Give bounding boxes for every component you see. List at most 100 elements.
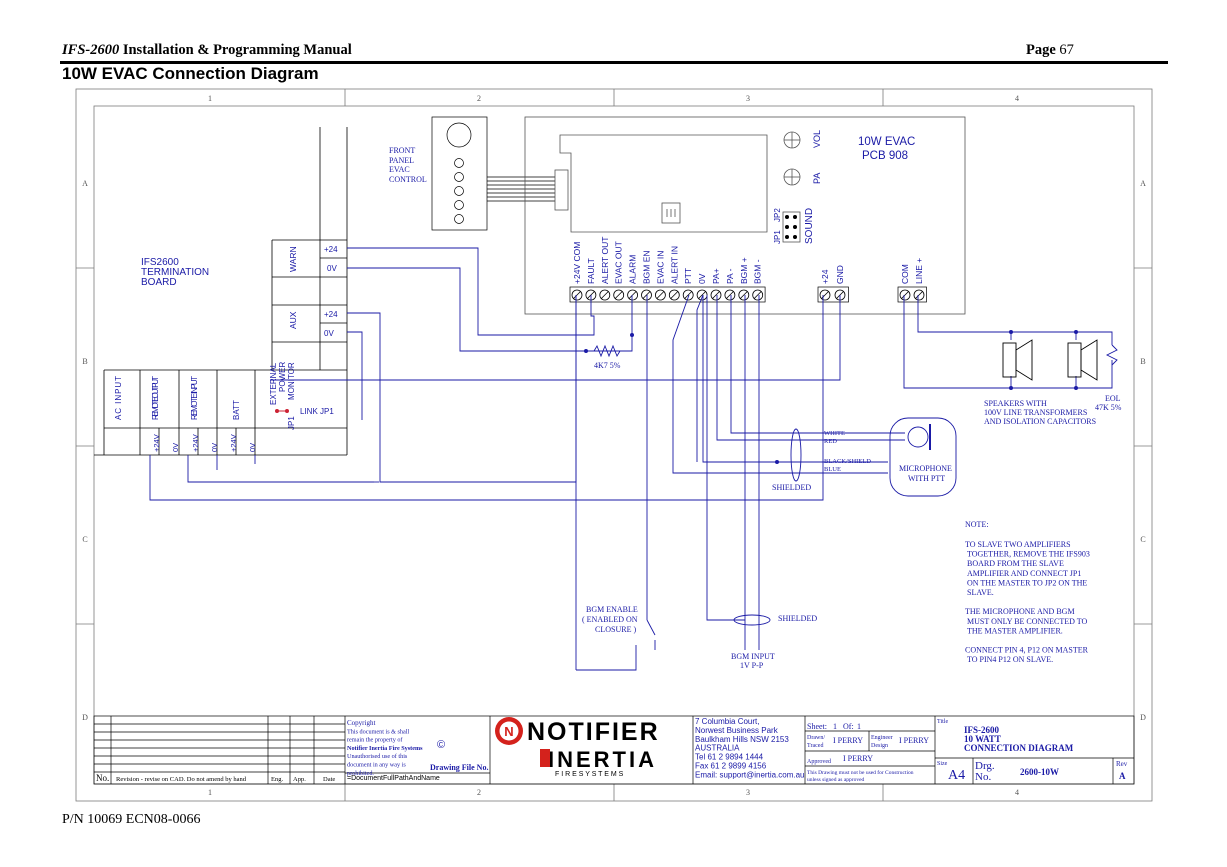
logo-inertia: INERTIA (548, 747, 657, 772)
pcb-terminal-label: ALARM (628, 255, 638, 284)
note-line: THE MASTER AMPLIFIER. (967, 626, 1063, 635)
pcb-terminal-screw (710, 289, 722, 301)
pcb-terminal-block (569, 286, 766, 303)
terminal-label: +24V (229, 434, 238, 452)
frame-row-label-left: D (82, 713, 88, 722)
copyright-line: This document is & shall (347, 728, 409, 735)
drg-value: 2600-10W (1020, 767, 1059, 777)
note-line: AMPLIFIER AND CONNECT JP1 (967, 569, 1081, 578)
note-line: TO SLAVE TWO AMPLIFIERS (965, 540, 1071, 549)
frame-row-label-left: C (82, 535, 87, 544)
link-jp1-label: LINK JP1 (300, 407, 334, 416)
line-terminal-screw-slot (915, 291, 923, 299)
frame-dividers (76, 89, 1152, 801)
pcb-terminal-screw-slot (601, 291, 609, 299)
frame-row-label-right: A (1140, 179, 1146, 188)
frame-column-label-bottom: 1 (208, 788, 212, 797)
pcb-terminal-screw-slot (753, 291, 762, 299)
wire-black-shield: BLACK/SHIELD (824, 458, 871, 465)
drawing-file-label: Drawing File No. (430, 763, 488, 772)
pcb-terminal-screw-slot (656, 291, 665, 299)
address-line: Baulkham Hills NSW 2153 (695, 735, 789, 744)
ribbon-cable (487, 176, 555, 202)
front-panel-4: CONTROL (389, 175, 427, 184)
frame-row-label-right: B (1140, 357, 1145, 366)
jp1-jp2-label-b: JP2 (773, 208, 782, 222)
wire-red: RED (824, 438, 837, 445)
pcb-terminal-screw (668, 289, 680, 301)
revision-headers: No.Revision - revise on CAD. Do not amen… (96, 773, 335, 783)
engineer-label-2: Design (871, 743, 888, 749)
revision-header: App. (293, 776, 306, 783)
page-word: Page (1026, 42, 1056, 58)
pcb-terminal-screw-slot (670, 291, 679, 299)
front-panel (431, 116, 488, 231)
note-line: TO PIN4 P12 ON SLAVE. (967, 655, 1053, 664)
warn-plus24: +24 (324, 245, 338, 254)
manual-header: IFS-2600 Installation & Programming Manu… (62, 42, 352, 59)
terminal-label: 0V (210, 443, 219, 452)
power-terminal-label: GND (835, 265, 845, 284)
jp1-label: JP1 (287, 416, 296, 430)
pcb-terminal-screw (641, 289, 652, 301)
sound-label: SOUND (804, 208, 815, 244)
bgm-enable-3: CLOSURE ) (595, 625, 636, 634)
copyright-line: prohibited. (347, 770, 374, 777)
ext-monitor-3: MONITOR (287, 362, 296, 400)
board-name-2: TERMINATION (141, 267, 209, 278)
microphone-symbol (889, 417, 957, 497)
copyright-line: remain the property of (347, 737, 403, 744)
vol-label: VOL (812, 130, 822, 148)
jp1-jp2-label-a: JP1 (773, 230, 782, 244)
frame-column-label-top: 2 (477, 94, 481, 103)
eol-label-2: 47K 5% (1095, 403, 1122, 412)
pcb-terminal-screw (724, 289, 736, 301)
warn-0v: 0V (327, 264, 337, 273)
page-title: 10W EVAC Connection Diagram (62, 64, 319, 83)
of-value: 1 (857, 722, 861, 731)
size-value: A4 (948, 768, 965, 783)
address-line: Tel 61 2 9894 1444 (695, 753, 764, 762)
address-line: AUSTRALIA (695, 744, 740, 753)
wire-junctions (584, 330, 1078, 464)
svg-text:N: N (504, 724, 513, 739)
line-terminal-label: COM (900, 264, 910, 284)
address-block: 7 Columbia Court,Norwest Business ParkBa… (695, 717, 805, 779)
pcb-terminal-label: ALERT IN (669, 246, 679, 284)
eol-label-1: EOL (1105, 394, 1121, 403)
pcb-terminal-screw-slot (740, 291, 748, 299)
terminal-label: +24V (191, 434, 200, 452)
aux-label: AUX (288, 311, 298, 329)
termination-board (94, 127, 348, 456)
shield-symbols (733, 428, 802, 626)
line-terminal-screw (899, 289, 911, 301)
note-line: SLAVE. (967, 588, 994, 597)
frame-row-label-left: A (82, 179, 88, 188)
resistor-label: 4K7 5% (594, 361, 621, 370)
revision-header: Revision - revise on CAD. Do not amend b… (116, 776, 247, 783)
group-label: BATT (232, 400, 241, 420)
frame-row-label-right: D (1140, 713, 1146, 722)
drg-label-2: No. (975, 771, 991, 783)
pcb-terminal-screw (752, 289, 764, 301)
speakers-label-3: AND ISOLATION CAPACITORS (984, 417, 1096, 426)
note-line: CONNECT PIN 4, P12 ON MASTER (965, 646, 1089, 655)
drawn-label-2: Traced (807, 743, 823, 749)
pcb-terminal-label: PA - (725, 268, 735, 284)
address-line: 7 Columbia Court, (695, 717, 759, 726)
sheet-label: Sheet: (807, 722, 827, 731)
note-line: MUST ONLY BE CONNECTED TO (967, 617, 1087, 626)
wire-white: WHITE (824, 430, 845, 437)
pcb-terminal-label: 0V (697, 273, 707, 284)
pcb-terminal-screw (738, 289, 750, 301)
group-label: AC INPUT (114, 376, 123, 420)
ext-monitor-1: EXTERNAL (269, 362, 278, 405)
group-label: REMOTE INPUT (190, 376, 199, 420)
pcb-terminal-label: EVAC IN (655, 251, 665, 284)
terminal-label: 0V (171, 443, 180, 452)
pcb-terminal-label: EVAC OUT (614, 241, 624, 284)
title-line-2: 10 WATT (964, 734, 1001, 744)
